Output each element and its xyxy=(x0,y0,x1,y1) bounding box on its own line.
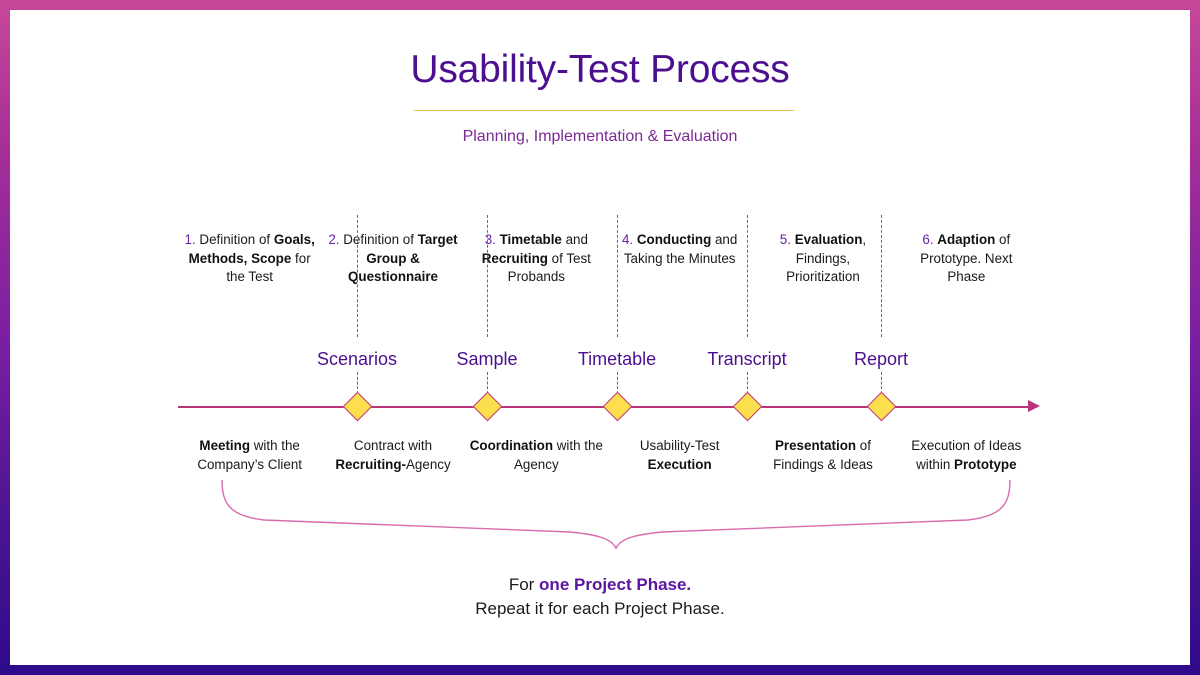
dashed-separator-bottom-5 xyxy=(881,372,882,394)
phase-item-1: 1. Definition of Goals, Methods, Scope f… xyxy=(184,232,315,284)
milestone-diamond-2[interactable] xyxy=(472,391,502,422)
dashed-separator-top-2 xyxy=(487,215,488,337)
deliverable-item-4: Usability-Test Execution xyxy=(639,438,720,472)
page-title: Usability-Test Process xyxy=(410,48,790,91)
phase-number: 2. xyxy=(328,232,340,247)
page-subtitle: Planning, Implementation & Evaluation xyxy=(462,128,738,145)
milestone-label-2: Sample xyxy=(456,349,518,369)
dashed-separator-bottom-4 xyxy=(747,372,748,394)
timeline-arrow-icon xyxy=(1028,400,1040,412)
phase-number: 6. xyxy=(922,232,934,247)
phase-item-2: 2. Definition of Target Group & Question… xyxy=(328,232,458,284)
dashed-separator-top-4 xyxy=(747,215,748,337)
deliverable-item-1: Meeting with the Company’s Client xyxy=(197,438,303,472)
phase-item-6: 6. Adaption of Prototype. Next Phase xyxy=(920,232,1013,284)
deliverable-item-5: Presentation of Findings & Ideas xyxy=(773,438,873,472)
phase-number: 5. xyxy=(779,232,791,247)
dashed-separator-top-1 xyxy=(357,215,358,337)
milestone-diamond-3[interactable] xyxy=(602,391,632,422)
milestone-label-1: Scenarios xyxy=(316,349,398,369)
footer-line-1-accent: one Project Phase. xyxy=(539,575,692,594)
slide-canvas: Usability-Test Process Planning, Impleme… xyxy=(10,10,1190,665)
milestone-label-4: Transcript xyxy=(707,349,787,369)
deliverable-list: Meeting with the Company’s Client Contrac… xyxy=(178,437,1038,474)
dashed-separator-bottom-3 xyxy=(617,372,618,394)
milestone-diamond-1[interactable] xyxy=(342,391,372,422)
dashed-separator-bottom-1 xyxy=(357,372,358,394)
phase-number: 3. xyxy=(484,232,496,247)
milestone-label-3: Timetable xyxy=(577,349,657,369)
phase-item-4: 4. Conducting and Taking the Minutes xyxy=(621,232,738,266)
phase-list: 1. Definition of Goals, Methods, Scope f… xyxy=(178,231,1038,287)
deliverable-item-2: Contract with Recruiting-Agency xyxy=(335,438,451,472)
footer-note: For one Project Phase. Repeat it for eac… xyxy=(10,573,1190,621)
grouping-brace-icon xyxy=(220,478,1012,550)
footer-line-1: For one Project Phase. xyxy=(10,573,1190,597)
phase-number: 1. xyxy=(184,232,196,247)
dashed-separator-top-3 xyxy=(617,215,618,337)
dashed-separator-bottom-2 xyxy=(487,372,488,394)
phase-item-3: 3. Timetable and Recruiting of Test Prob… xyxy=(481,232,591,284)
phase-item-5: 5. Evaluation, Findings, Prioritization xyxy=(779,232,867,284)
title-divider xyxy=(414,110,794,111)
deliverable-item-6: Execution of Ideas within Prototype xyxy=(911,438,1022,472)
phase-number: 4. xyxy=(621,232,634,247)
footer-line-1-prefix: For xyxy=(508,575,540,594)
milestone-diamond-5[interactable] xyxy=(866,391,896,422)
milestone-diamond-4[interactable] xyxy=(732,391,762,422)
footer-line-2: Repeat it for each Project Phase. xyxy=(475,599,725,618)
deliverable-item-3: Coordination with the Agency xyxy=(469,438,603,472)
milestone-label-5: Report xyxy=(853,349,909,369)
dashed-separator-top-5 xyxy=(881,215,882,337)
